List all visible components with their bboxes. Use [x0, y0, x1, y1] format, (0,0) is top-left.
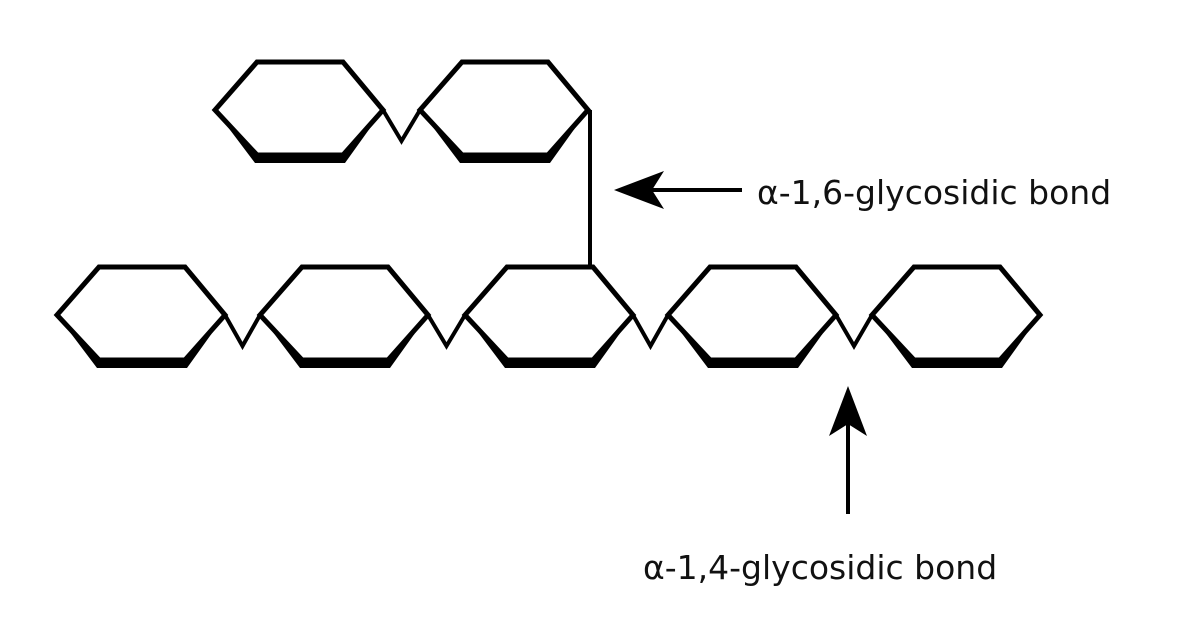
chain-glucose-ring [664, 264, 840, 368]
branch-glucose-ring [211, 59, 387, 163]
chain-glucose-ring [461, 264, 637, 368]
arrow-alpha-1-6 [614, 171, 742, 209]
label-alpha-1-4: α-1,4-glycosidic bond [643, 548, 997, 587]
branch-glucose-ring [416, 59, 592, 163]
alpha-1-4-link [631, 314, 670, 351]
alpha-1-4-link [223, 314, 262, 351]
alpha-1-4-link [834, 313, 874, 350]
alpha-1-4-link [426, 313, 467, 350]
alpha-1-4-link [381, 108, 422, 145]
glycosidic-links [223, 108, 874, 351]
chain-glucose-ring [256, 264, 432, 368]
label-alpha-1-6: α-1,6-glycosidic bond [757, 173, 1111, 212]
glucose-rings [53, 59, 1044, 368]
arrow-alpha-1-4 [829, 386, 867, 514]
chain-glucose-ring [868, 264, 1044, 368]
chain-glucose-ring [53, 264, 229, 368]
